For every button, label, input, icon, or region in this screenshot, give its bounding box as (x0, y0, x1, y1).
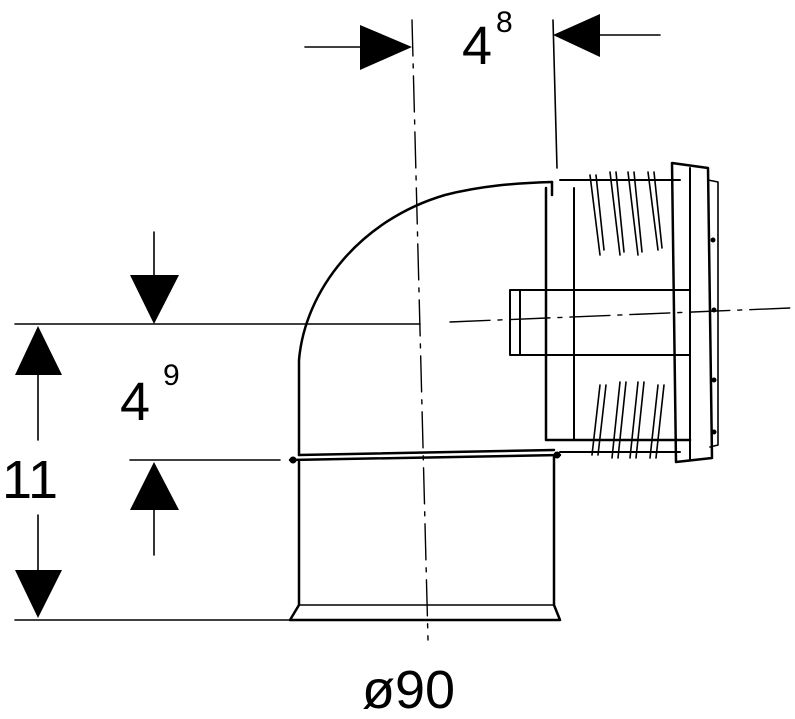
arrowhead-down (15, 570, 62, 618)
svg-text:4: 4 (462, 16, 492, 76)
top-offset-base: 4 (462, 16, 492, 76)
svg-text:4: 4 (120, 372, 150, 432)
arrowhead-left (553, 14, 600, 57)
arrowhead-right (360, 25, 412, 70)
extension-lines (14, 19, 558, 621)
dimension-socket-height: 4 9 (120, 231, 180, 556)
elbow-bend (297, 180, 554, 457)
svg-text:9: 9 (163, 359, 180, 392)
socket-height-sup: 9 (163, 359, 180, 392)
lower-socket (288, 448, 562, 622)
total-height-label: 11 (2, 450, 58, 510)
svg-text:8: 8 (496, 6, 513, 39)
flange-rib-dot (711, 429, 717, 435)
centerlines (411, 19, 791, 641)
top-offset-sup: 8 (496, 6, 513, 39)
dimension-diameter: ø90 (362, 660, 455, 719)
socket-seal-ring-left (289, 456, 297, 464)
socket-height-base: 4 (120, 372, 150, 432)
diameter-label: ø90 (362, 660, 455, 719)
flange-rib-dot (711, 377, 717, 383)
dimension-total-height: 11 (2, 326, 62, 618)
flange-rib-dot (710, 237, 716, 243)
dimension-top-offset: 4 8 (304, 6, 661, 76)
arrowhead-down (130, 275, 179, 324)
arrowhead-up (15, 326, 62, 375)
socket-seal-ring-right (553, 451, 561, 459)
threaded-connector (509, 161, 719, 464)
arrowhead-up (130, 462, 179, 510)
